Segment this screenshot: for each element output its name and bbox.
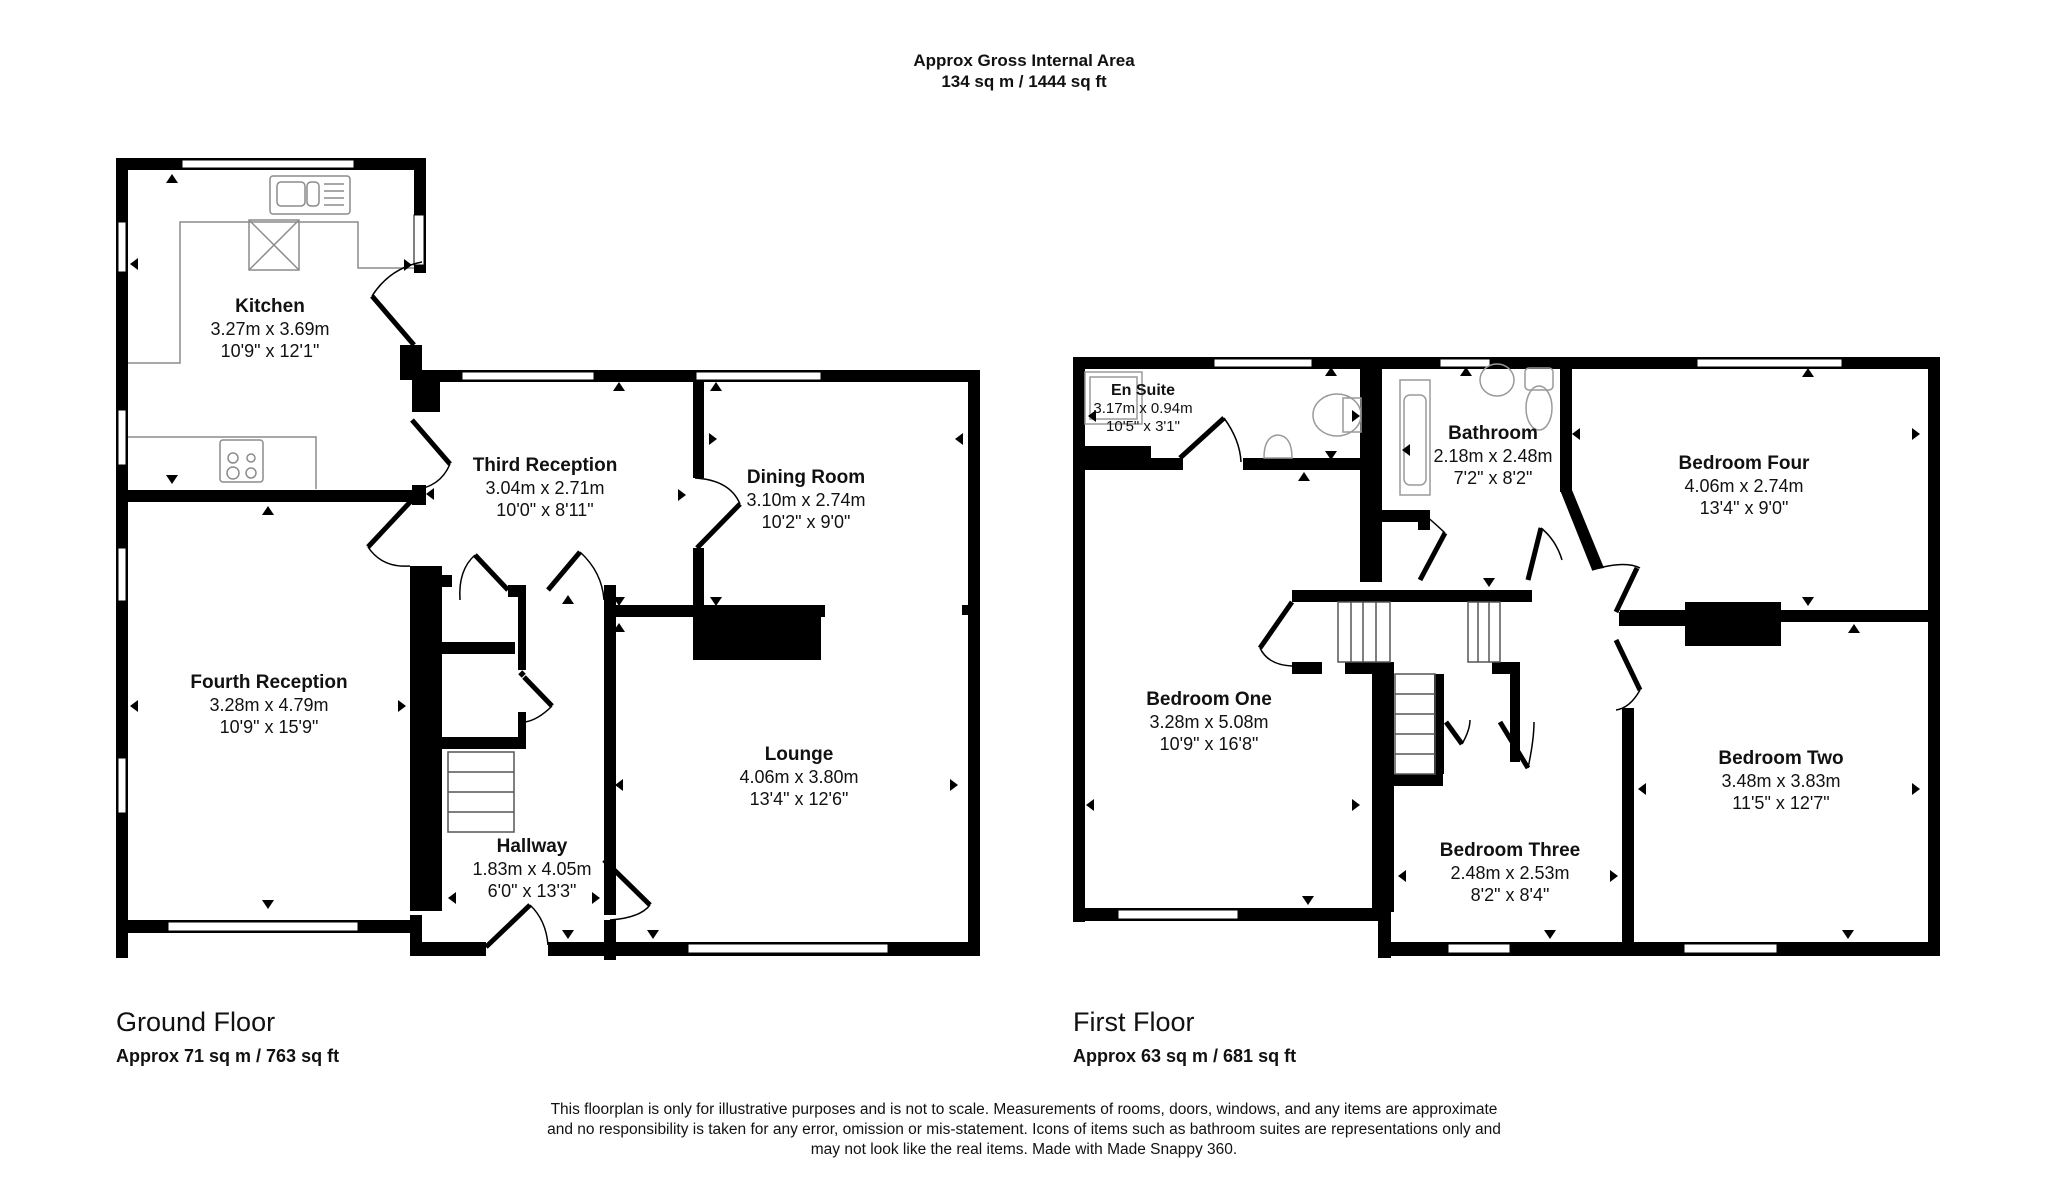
- room-label-third-reception: Third Reception 3.04m x 2.71m 10'0" x 8'…: [472, 455, 618, 520]
- ground-stairs: [447, 751, 515, 833]
- first-floor-stairs: [1337, 601, 1501, 775]
- room-label-bedroom-three: Bedroom Three 2.48m x 2.53m 8'2" x 8'4": [1439, 840, 1581, 905]
- room-label-en-suite: En Suite 3.17m x 0.94m 10'5" x 3'1": [1093, 382, 1193, 435]
- room-label-bedroom-two: Bedroom Two 3.48m x 3.83m 11'5" x 12'7": [1718, 748, 1844, 813]
- measurement-arrows: [130, 174, 1920, 939]
- room-label-fourth-reception: Fourth Reception 3.28m x 4.79m 10'9" x 1…: [190, 672, 348, 737]
- room-label-dining-room: Dining Room 3.10m x 2.74m 10'2" x 9'0": [746, 467, 866, 532]
- first-floor-doors: [1178, 416, 1643, 770]
- first-floor-name: First Floor: [1073, 1007, 1195, 1037]
- first-floor-windows: [1117, 358, 1843, 954]
- ground-floor-windows: [117, 159, 889, 954]
- bathroom-fixtures: [1084, 363, 1554, 496]
- ground-door-swings: [367, 261, 741, 946]
- room-label-hallway: Hallway 1.83m x 4.05m 6'0" x 13'3": [472, 836, 592, 901]
- ground-floor-area: Approx 71 sq m / 763 sq ft: [116, 1046, 340, 1066]
- ground-doors: [366, 294, 742, 949]
- ground-floor-label: Ground Floor Approx 71 sq m / 763 sq ft: [116, 1006, 339, 1067]
- ground-floor-name: Ground Floor: [116, 1007, 276, 1037]
- room-label-bedroom-four: Bedroom Four 4.06m x 2.74m 13'4" x 9'0": [1678, 453, 1810, 518]
- gross-area-title: Approx Gross Internal Area: [913, 51, 1135, 70]
- room-label-lounge: Lounge 4.06m x 3.80m 13'4" x 12'6": [739, 744, 859, 809]
- kitchen-fixtures: [128, 175, 414, 489]
- first-floor-label: First Floor Approx 63 sq m / 681 sq ft: [1073, 1006, 1296, 1067]
- first-floor-door-swings: [1223, 417, 1641, 769]
- room-label-kitchen: Kitchen 3.27m x 3.69m 10'9" x 12'1": [210, 296, 330, 361]
- room-label-bedroom-one: Bedroom One 3.28m x 5.08m 10'9" x 16'8": [1146, 689, 1272, 754]
- first-floor-area: Approx 63 sq m / 681 sq ft: [1073, 1046, 1297, 1066]
- disclaimer: This floorplan is only for illustrative …: [547, 1101, 1501, 1158]
- room-label-bathroom: Bathroom 2.18m x 2.48m 7'2" x 8'2": [1433, 423, 1553, 488]
- gross-area-value: 134 sq m / 1444 sq ft: [941, 72, 1107, 91]
- gross-area-header: Approx Gross Internal Area 134 sq m / 14…: [0, 50, 2048, 92]
